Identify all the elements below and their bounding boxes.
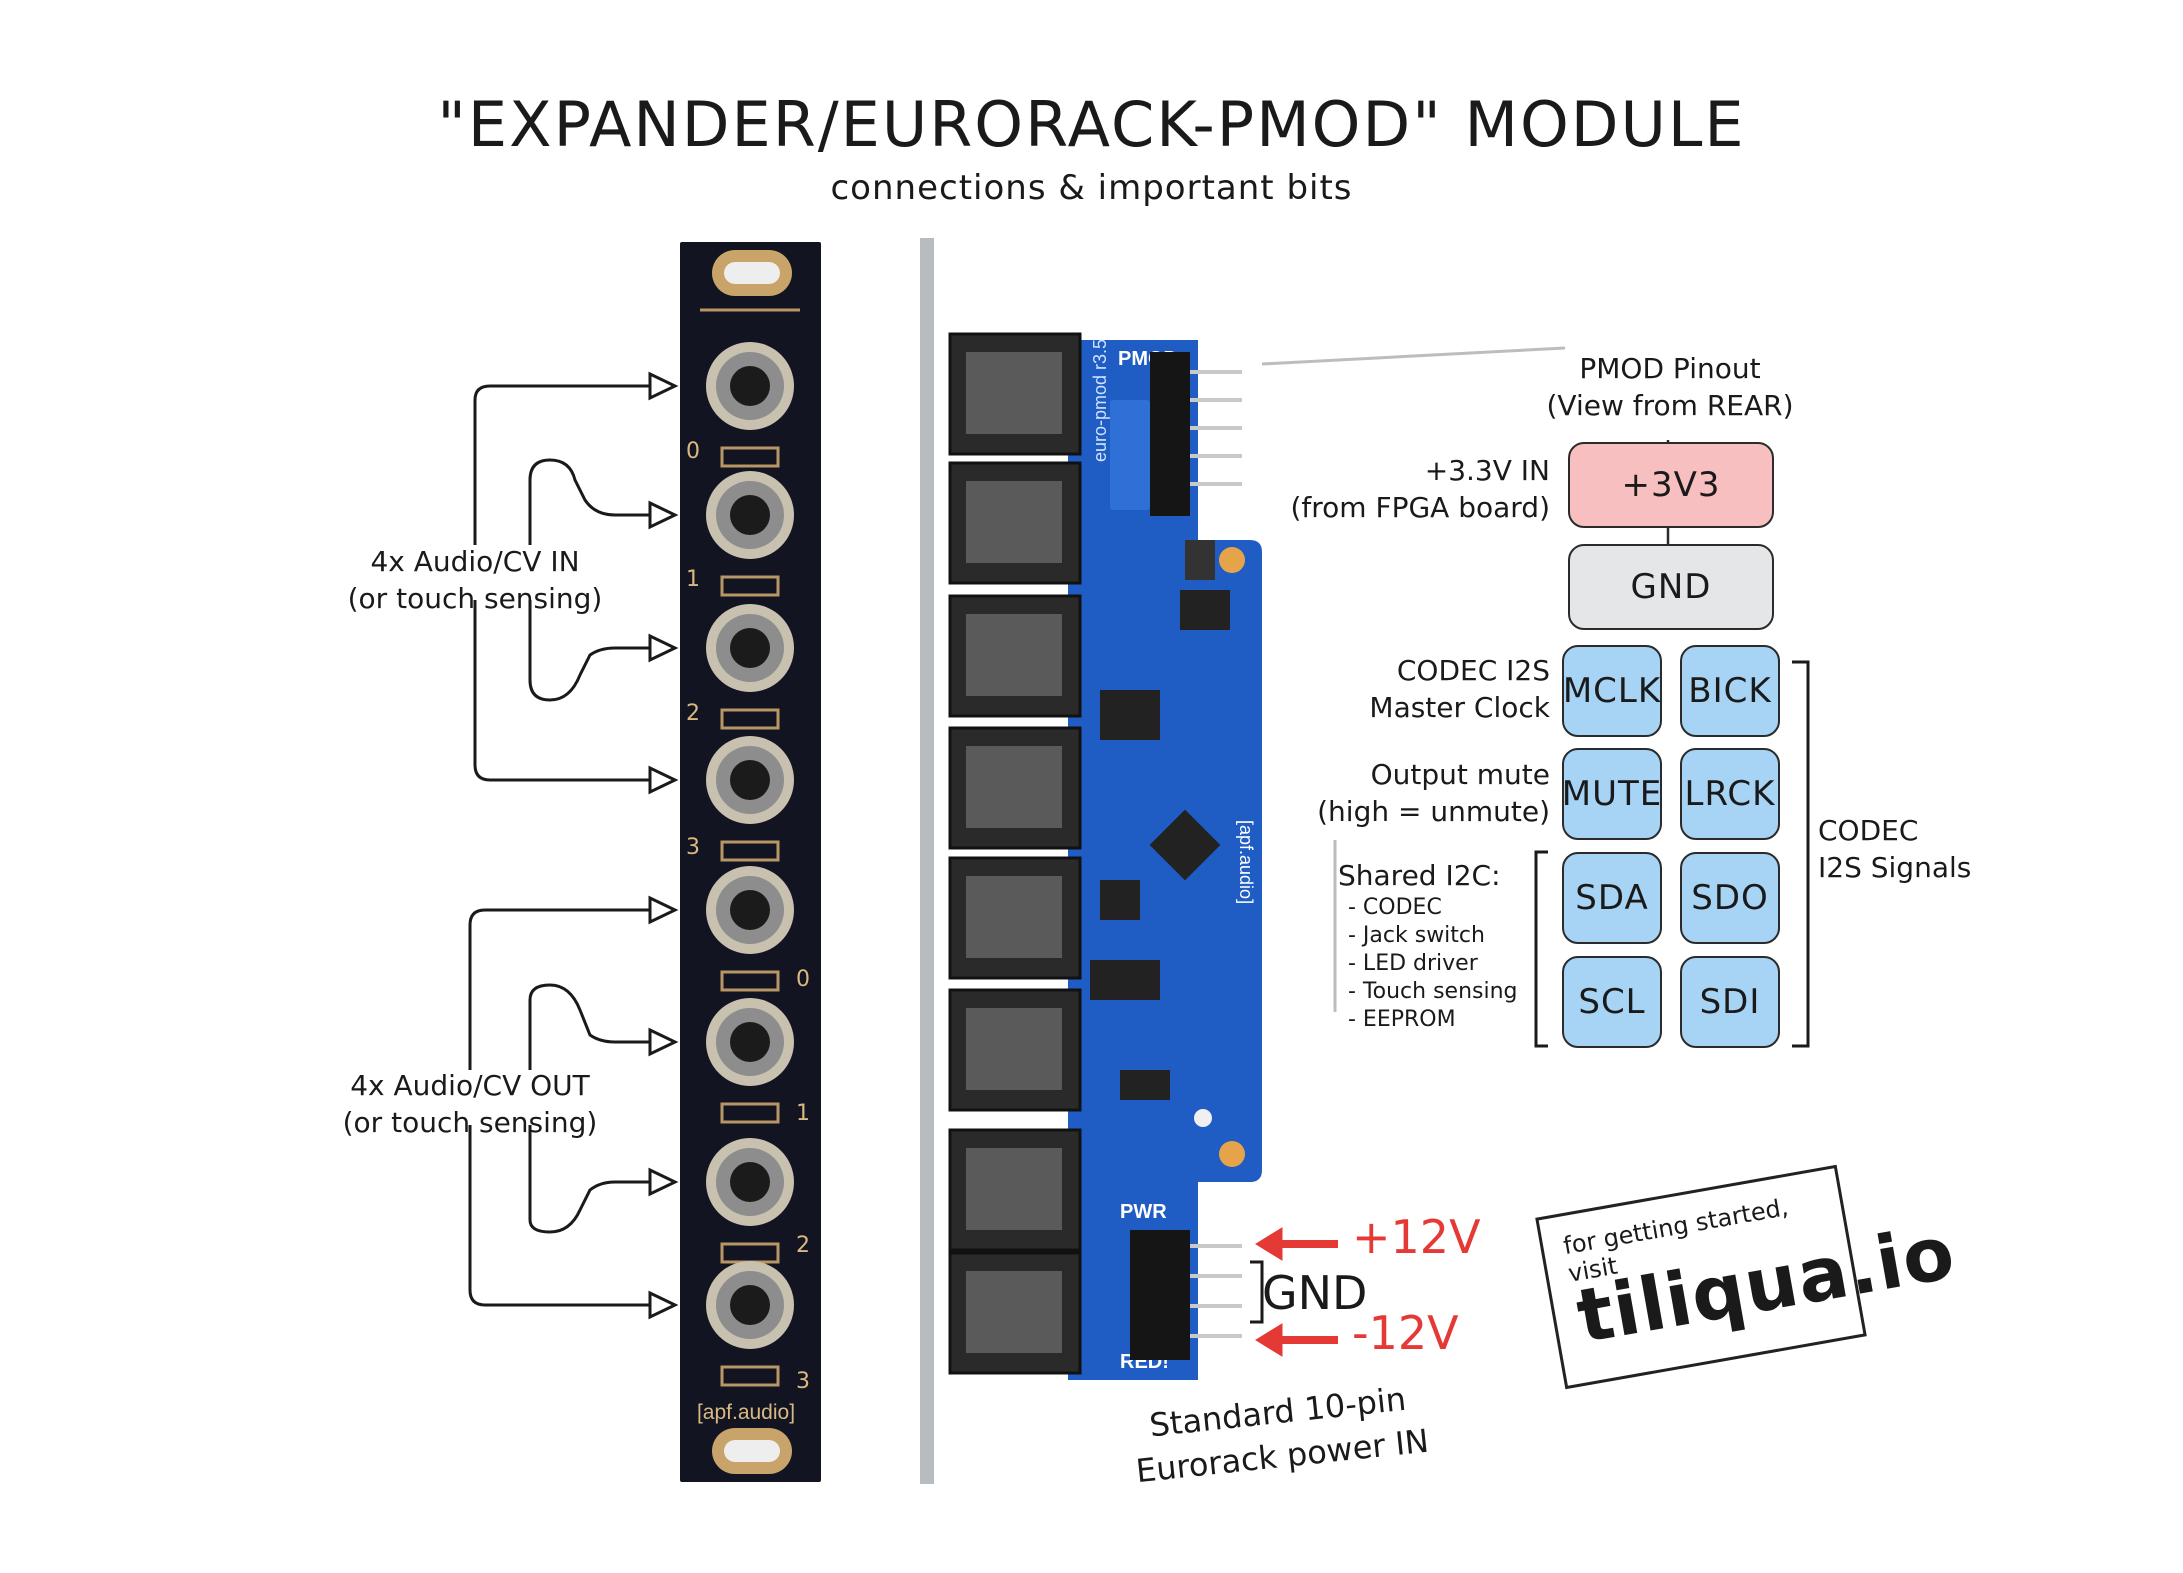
codec-signals-line-1: CODEC xyxy=(1818,814,1919,847)
pwr-label: PWR xyxy=(1120,1201,1167,1223)
pmod-pinout-line-2: (View from REAR) xyxy=(1546,389,1794,422)
gnd-power-label: GND xyxy=(1262,1266,1368,1320)
input-number-2: 2 xyxy=(686,701,700,726)
pin-mclk: MCLK xyxy=(1562,645,1662,737)
codec-signals-annotation: CODEC I2S Signals xyxy=(1818,812,1971,886)
panel-jack[interactable] xyxy=(706,866,794,954)
board-jack-spring xyxy=(966,352,1062,434)
pcb-board: euro-pmod r3.5 PMOD PWR RED! [apf.audio] xyxy=(1068,339,1262,1380)
panel-jack[interactable] xyxy=(706,736,794,824)
i2c-item-codec: - CODEC xyxy=(1348,895,1442,920)
outputs-annotation: 4x Audio/CV OUT (or touch sensing) xyxy=(320,1067,620,1141)
gnd-bracket xyxy=(1250,1260,1264,1324)
v33-line-1: +3.3V IN xyxy=(1424,454,1550,487)
i2c-item-touch-sensing: - Touch sensing xyxy=(1348,979,1518,1004)
v33-line-2: (from FPGA board) xyxy=(1290,491,1550,524)
diagram-subtitle: connections & important bits xyxy=(830,168,1353,208)
panel-jack[interactable] xyxy=(706,1138,794,1226)
panel-jack-underline xyxy=(720,575,780,597)
inputs-annotation: 4x Audio/CV IN (or touch sensing) xyxy=(320,543,630,617)
pin-sdo: SDO xyxy=(1680,852,1780,944)
board-jack-spring xyxy=(966,481,1062,563)
panel-jack[interactable] xyxy=(706,471,794,559)
codec-clock-line-1: CODEC I2S xyxy=(1396,654,1550,687)
power-arrows xyxy=(1255,1227,1338,1357)
pin-3v3: +3V3 xyxy=(1568,442,1774,528)
panel-jack[interactable] xyxy=(706,998,794,1086)
pmod-leader-line xyxy=(1261,346,1566,366)
output-number-0: 0 xyxy=(796,967,810,992)
panel-jack[interactable] xyxy=(706,1261,794,1349)
jack-group xyxy=(706,342,794,1387)
input-arrows xyxy=(473,384,650,782)
power-header xyxy=(1130,1230,1242,1360)
output-mute-line-1: Output mute xyxy=(1370,758,1550,791)
panel-jack-underline xyxy=(720,708,780,730)
board-jack-spring xyxy=(966,1148,1062,1230)
pmod-pinout-title: PMOD Pinout (View from REAR) xyxy=(1520,350,1820,424)
input-number-3: 3 xyxy=(686,835,700,860)
output-arrows xyxy=(468,908,650,1307)
pin-mute: MUTE xyxy=(1562,748,1662,840)
board-brand-side: [apf.audio] xyxy=(1236,820,1256,904)
pmod-header xyxy=(1150,352,1242,516)
panel-jack-underline xyxy=(720,446,780,468)
output-number-1: 1 xyxy=(796,1101,810,1126)
output-mute-annotation: Output mute (high = unmute) xyxy=(1290,756,1550,830)
output-mute-line-2: (high = unmute) xyxy=(1317,795,1550,828)
panel-jack-underline xyxy=(720,1102,780,1124)
pin-lrck: LRCK xyxy=(1680,748,1780,840)
pin-sdi: SDI xyxy=(1680,956,1780,1048)
panel-jack-underline xyxy=(720,1365,780,1387)
shared-i2c-annotation: Shared I2C: - CODEC - Jack switch - LED … xyxy=(1338,858,1538,1034)
codec-signals-line-2: I2S Signals xyxy=(1818,851,1972,884)
pmod-pinout-line-1: PMOD Pinout xyxy=(1579,352,1761,385)
board-jack-spring xyxy=(966,614,1062,696)
inputs-line-1: 4x Audio/CV IN xyxy=(370,545,580,578)
jack-bodies xyxy=(948,332,1082,1375)
minus12v-label: -12V xyxy=(1352,1306,1459,1360)
i2c-item-eeprom: - EEPROM xyxy=(1348,1007,1456,1032)
i2s-bracket xyxy=(1792,660,1810,1048)
v33-annotation: +3.3V IN (from FPGA board) xyxy=(1240,452,1550,526)
panel-edge xyxy=(920,238,934,1484)
plus12v-label: +12V xyxy=(1352,1210,1481,1264)
shared-i2c-title: Shared I2C: xyxy=(1338,859,1501,892)
panel-jack[interactable] xyxy=(706,342,794,430)
outputs-line-2: (or touch sensing) xyxy=(342,1106,598,1139)
diagram-title: "EXPANDER/EURORACK-PMOD" MODULE xyxy=(437,88,1746,161)
i2c-item-jack-switch: - Jack switch xyxy=(1348,923,1485,948)
board-jack-spring xyxy=(966,1008,1062,1090)
i2c-bracket xyxy=(1534,850,1548,1048)
i2c-item-led-driver: - LED driver xyxy=(1348,951,1478,976)
output-number-3: 3 xyxy=(796,1369,810,1394)
pin-bick: BICK xyxy=(1680,645,1780,737)
pin-scl: SCL xyxy=(1562,956,1662,1048)
board-jack-spring xyxy=(966,1271,1062,1353)
inputs-line-2: (or touch sensing) xyxy=(347,582,603,615)
input-number-0: 0 xyxy=(686,439,700,464)
panel-jack[interactable] xyxy=(706,604,794,692)
output-number-2: 2 xyxy=(796,1233,810,1258)
pin-sda: SDA xyxy=(1562,852,1662,944)
arrow-heads xyxy=(648,371,679,1320)
codec-clock-line-2: Master Clock xyxy=(1369,691,1550,724)
input-number-1: 1 xyxy=(686,567,700,592)
panel-jack-underline xyxy=(720,840,780,862)
codec-clock-annotation: CODEC I2S Master Clock xyxy=(1290,652,1550,726)
board-jack-spring xyxy=(966,876,1062,958)
outputs-line-1: 4x Audio/CV OUT xyxy=(350,1069,590,1102)
panel-jack-underline xyxy=(720,970,780,992)
board-name: euro-pmod r3.5 xyxy=(1090,339,1110,462)
pin-gnd: GND xyxy=(1568,544,1774,630)
board-jack-spring xyxy=(966,746,1062,828)
panel-brand: [apf.audio] xyxy=(697,1401,795,1424)
